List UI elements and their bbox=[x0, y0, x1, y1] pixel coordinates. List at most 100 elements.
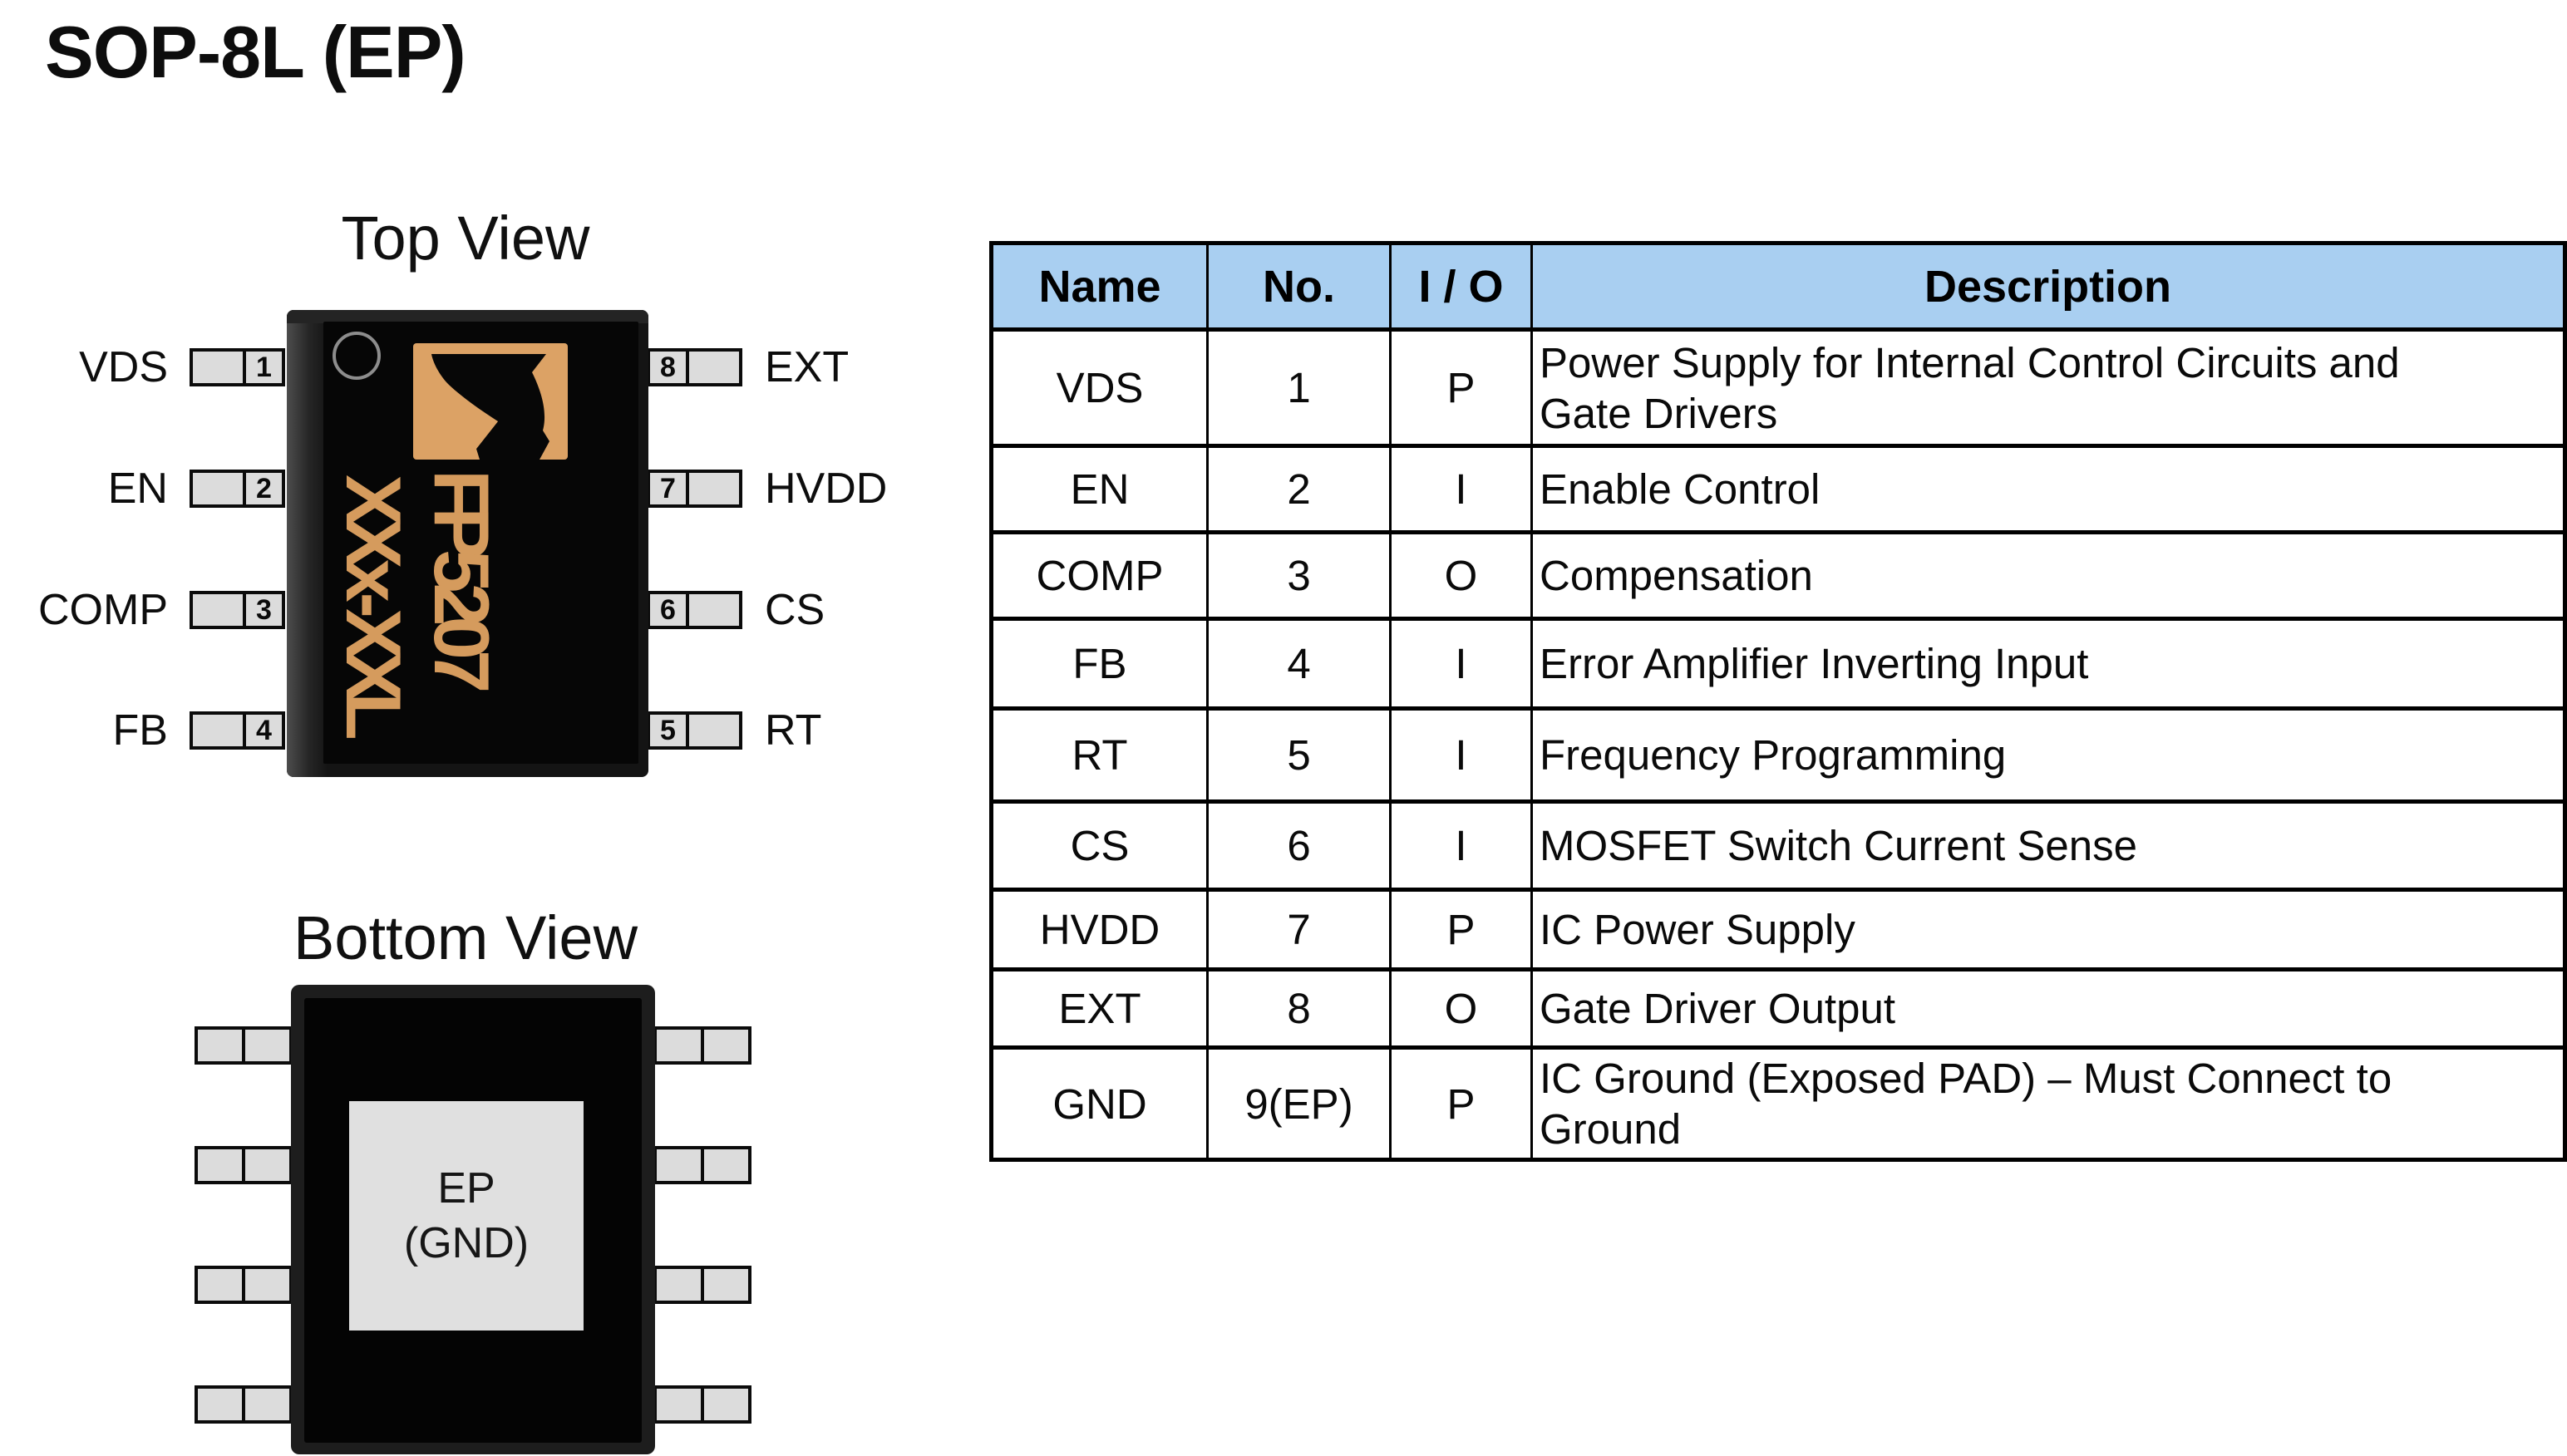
pin-label-hvdd: HVDD bbox=[765, 465, 888, 513]
pin-lead bbox=[701, 1266, 751, 1304]
pin-lead bbox=[195, 1385, 245, 1424]
pin-number: 2 bbox=[243, 470, 285, 508]
bottom-pin bbox=[195, 1266, 293, 1304]
pin-lead bbox=[653, 1146, 704, 1184]
pin-lead bbox=[195, 1146, 245, 1184]
pin-lead bbox=[195, 1026, 245, 1065]
cell-no: 8 bbox=[1206, 967, 1392, 1050]
cell-name: HVDD bbox=[990, 888, 1209, 971]
cell-io: I bbox=[1389, 617, 1533, 711]
cell-name: COMP bbox=[990, 530, 1209, 621]
chip-marking-part-number: FP5207 bbox=[418, 470, 505, 684]
bottom-pin bbox=[653, 1385, 751, 1424]
top-pin-4: 4 bbox=[190, 711, 285, 750]
exposed-pad: EP (GND) bbox=[349, 1101, 584, 1331]
cell-description: IC Power Supply bbox=[1530, 888, 2566, 971]
page-title: SOP-8L (EP) bbox=[45, 11, 466, 93]
col-header-name: Name bbox=[990, 241, 1209, 332]
pin-number: 8 bbox=[647, 348, 689, 386]
table-row: EN 2 I Enable Control bbox=[990, 444, 2566, 534]
chip-bevel bbox=[287, 310, 648, 323]
pin-number: 3 bbox=[243, 591, 285, 629]
cell-io: I bbox=[1389, 444, 1533, 534]
bottom-view-title: Bottom View bbox=[293, 903, 638, 972]
top-pin-7: 7 bbox=[647, 470, 742, 508]
bottom-pin bbox=[653, 1266, 751, 1304]
pin-lead bbox=[242, 1026, 293, 1065]
cell-io: P bbox=[1389, 1045, 1533, 1162]
pin-label-cs: CS bbox=[765, 586, 825, 634]
pin-label-ext: EXT bbox=[765, 343, 850, 391]
pin-lead bbox=[686, 348, 742, 386]
cell-description: Frequency Programming bbox=[1530, 706, 2566, 804]
cell-io: O bbox=[1389, 967, 1533, 1050]
pin-number: 4 bbox=[243, 711, 285, 750]
cell-name: GND bbox=[990, 1045, 1209, 1162]
feeling-tech-logo-icon bbox=[413, 343, 568, 460]
top-view-title: Top View bbox=[341, 204, 590, 273]
table-row: RT 5 I Frequency Programming bbox=[990, 706, 2566, 804]
cell-description: IC Ground (Exposed PAD) – Must Connect t… bbox=[1530, 1045, 2566, 1162]
pin-lead bbox=[701, 1146, 751, 1184]
pin-number: 1 bbox=[243, 348, 285, 386]
pin-lead bbox=[653, 1266, 704, 1304]
col-header-description: Description bbox=[1530, 241, 2566, 332]
cell-io: P bbox=[1389, 888, 1533, 971]
cell-no: 3 bbox=[1206, 530, 1392, 621]
pin-lead bbox=[242, 1266, 293, 1304]
pin-number: 5 bbox=[647, 711, 689, 750]
table-row: COMP 3 O Compensation bbox=[990, 530, 2566, 621]
exposed-pad-label: EP bbox=[437, 1164, 495, 1213]
cell-name: CS bbox=[990, 799, 1209, 892]
cell-description: MOSFET Switch Current Sense bbox=[1530, 799, 2566, 892]
cell-name: VDS bbox=[990, 327, 1209, 448]
cell-name: FB bbox=[990, 617, 1209, 711]
cell-no: 1 bbox=[1206, 327, 1392, 448]
cell-description: Power Supply for Internal Control Circui… bbox=[1530, 327, 2566, 448]
pin-label-en: EN bbox=[107, 465, 168, 513]
top-pin-2: 2 bbox=[190, 470, 285, 508]
bottom-pin bbox=[195, 1146, 293, 1184]
cell-no: 6 bbox=[1206, 799, 1392, 892]
pin-lead bbox=[190, 591, 246, 629]
bottom-pin bbox=[195, 1385, 293, 1424]
table-row: FB 4 I Error Amplifier Inverting Input bbox=[990, 617, 2566, 711]
cell-description: Compensation bbox=[1530, 530, 2566, 621]
table-row: CS 6 I MOSFET Switch Current Sense bbox=[990, 799, 2566, 892]
chip-package-top-view: FP5207 XXx-XXL bbox=[287, 310, 648, 777]
cell-io: P bbox=[1389, 327, 1533, 448]
pin-label-rt: RT bbox=[765, 706, 822, 755]
cell-description: Enable Control bbox=[1530, 444, 2566, 534]
col-header-no: No. bbox=[1206, 241, 1392, 332]
top-pin-6: 6 bbox=[647, 591, 742, 629]
cell-name: EXT bbox=[990, 967, 1209, 1050]
table-row: VDS 1 P Power Supply for Internal Contro… bbox=[990, 327, 2566, 448]
pin-lead bbox=[195, 1266, 245, 1304]
pin-label-vds: VDS bbox=[79, 343, 168, 391]
pin-lead bbox=[190, 470, 246, 508]
cell-description: Error Amplifier Inverting Input bbox=[1530, 617, 2566, 711]
bottom-pin bbox=[653, 1026, 751, 1065]
cell-description: Gate Driver Output bbox=[1530, 967, 2566, 1050]
pin-lead bbox=[190, 348, 246, 386]
pin-lead bbox=[242, 1146, 293, 1184]
top-pin-8: 8 bbox=[647, 348, 742, 386]
cell-no: 2 bbox=[1206, 444, 1392, 534]
table-row: HVDD 7 P IC Power Supply bbox=[990, 888, 2566, 971]
chip-package-bottom-view: EP (GND) bbox=[291, 985, 655, 1454]
pin-1-indicator-circle-icon bbox=[333, 332, 381, 380]
bottom-pin bbox=[195, 1026, 293, 1065]
pin-lead bbox=[190, 711, 246, 750]
cell-no: 9(EP) bbox=[1206, 1045, 1392, 1162]
pin-lead bbox=[653, 1026, 704, 1065]
pin-label-fb: FB bbox=[112, 706, 168, 755]
cell-name: RT bbox=[990, 706, 1209, 804]
pin-lead bbox=[242, 1385, 293, 1424]
pin-lead bbox=[686, 591, 742, 629]
table-row: GND 9(EP) P IC Ground (Exposed PAD) – Mu… bbox=[990, 1045, 2566, 1162]
pin-number: 7 bbox=[647, 470, 689, 508]
top-pin-1: 1 bbox=[190, 348, 285, 386]
pin-number: 6 bbox=[647, 591, 689, 629]
table-row: EXT 8 O Gate Driver Output bbox=[990, 967, 2566, 1050]
